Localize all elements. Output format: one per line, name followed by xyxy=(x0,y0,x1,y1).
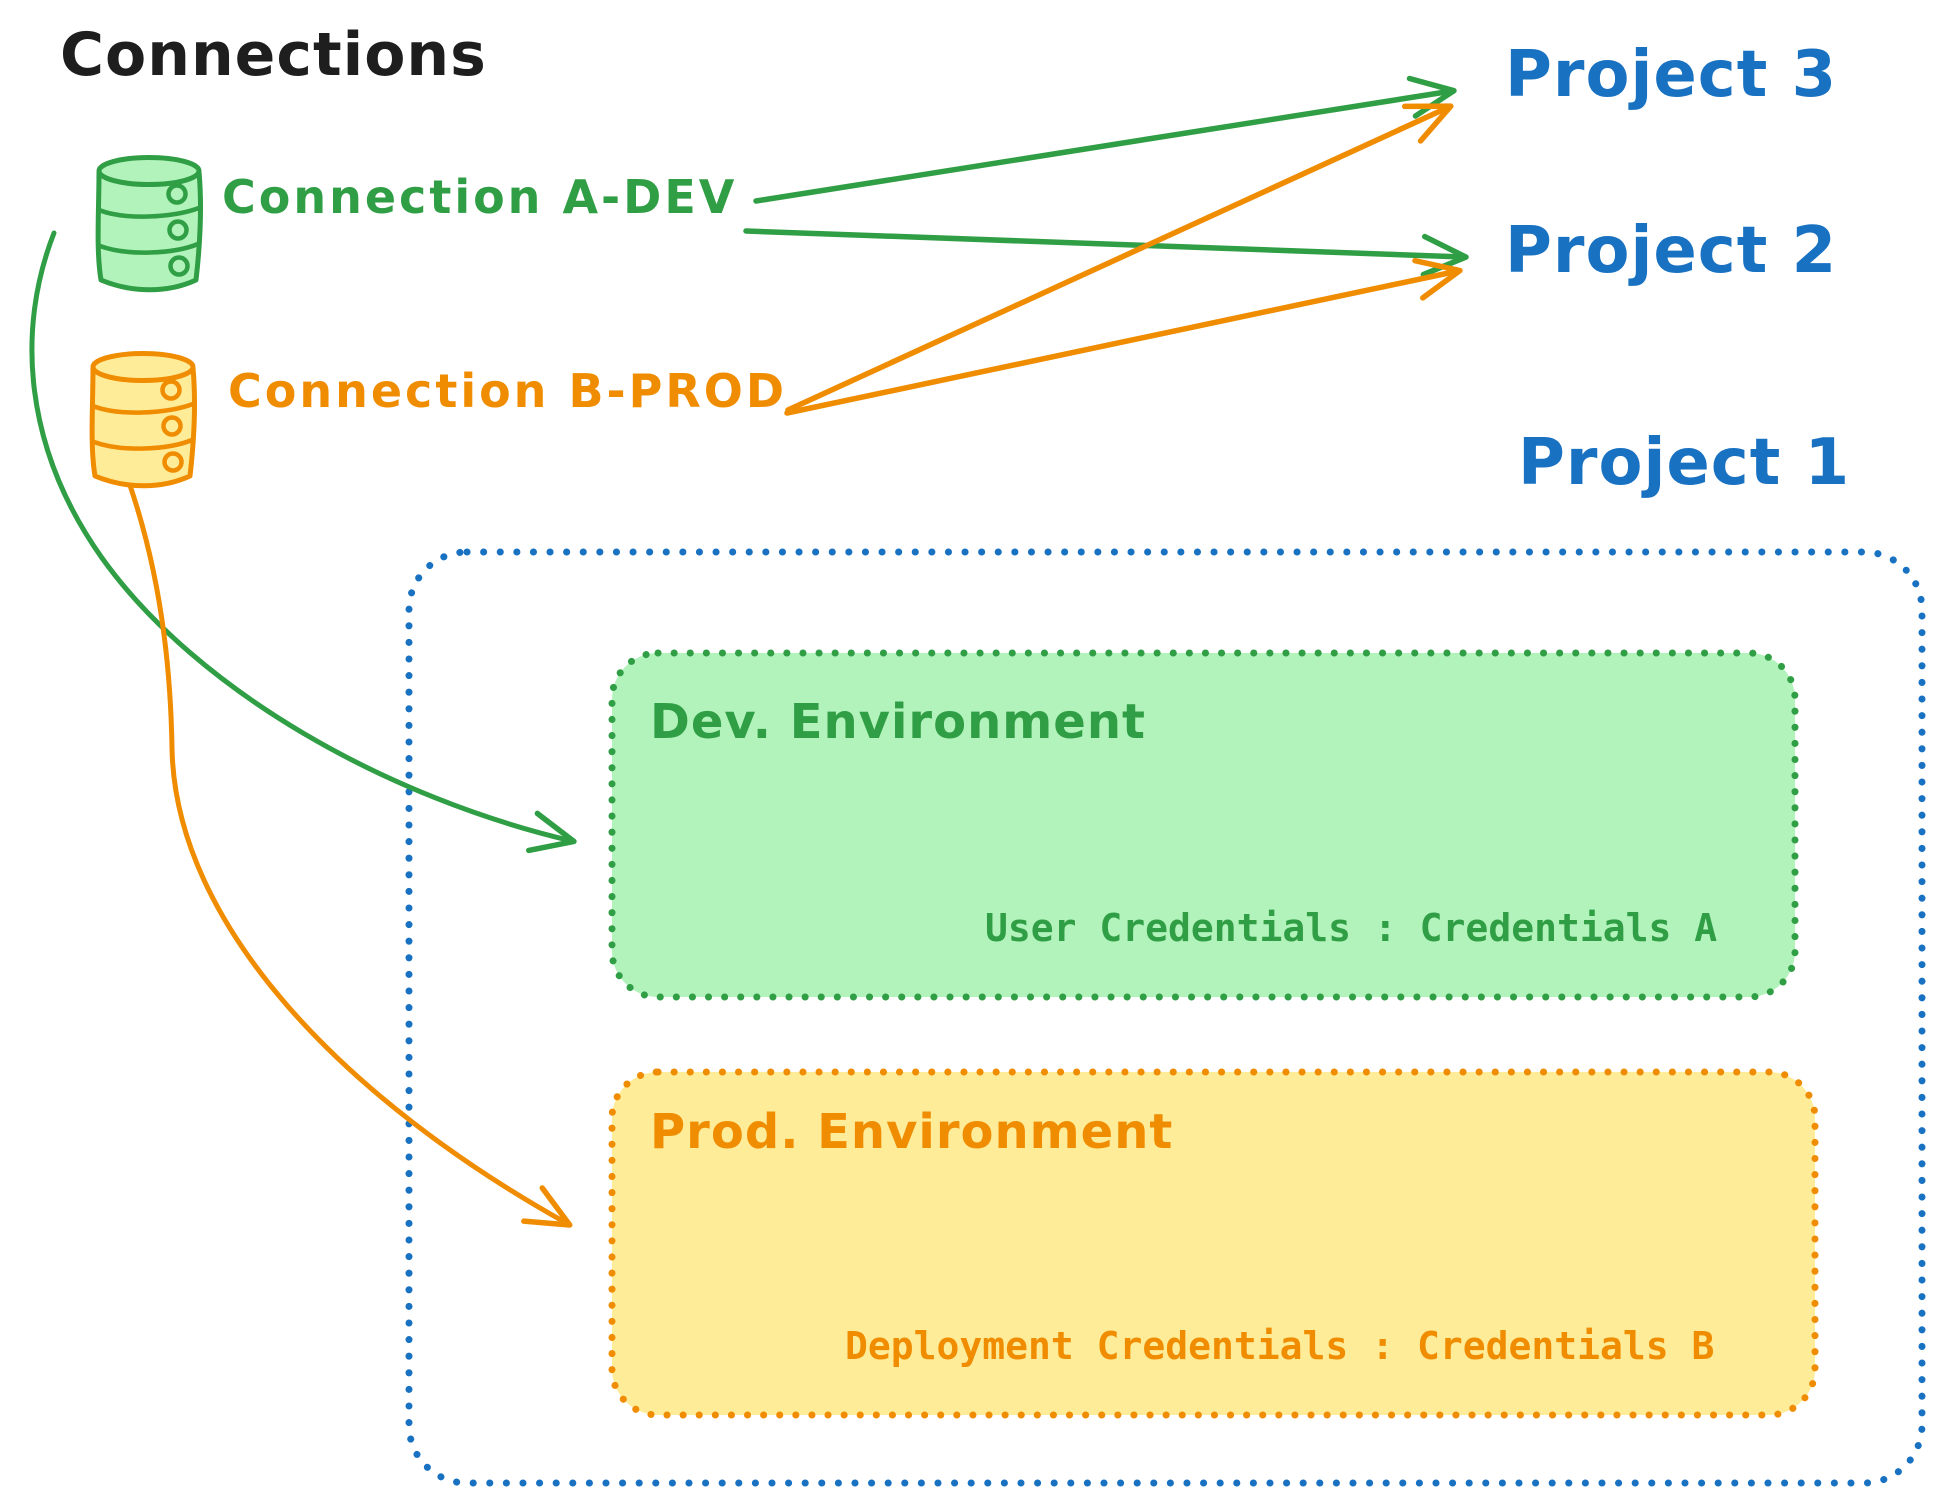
project-2-label: Project 2 xyxy=(1505,214,1838,288)
arrow-a-dev-to-project3 xyxy=(753,75,1457,204)
dev-environment-title: Dev. Environment xyxy=(650,694,1146,750)
arrow-b-prod-to-project2 xyxy=(784,257,1463,416)
arrow-b-prod-to-prod-environment xyxy=(91,395,573,1228)
prod-environment-box xyxy=(608,1068,1819,1419)
diagram-title: Connections xyxy=(60,20,487,90)
database-icon xyxy=(95,155,203,293)
arrow-a-dev-to-project2 xyxy=(743,228,1469,278)
project1-container-box xyxy=(405,548,1926,1487)
arrow-a-dev-to-dev-environment xyxy=(29,230,577,854)
dev-environment-credentials: User Credentials : Credentials A xyxy=(985,906,1718,950)
prod-environment-title: Prod. Environment xyxy=(650,1104,1174,1160)
project-1-label: Project 1 xyxy=(1518,426,1851,500)
project-3-label: Project 3 xyxy=(1505,38,1838,112)
connection-a-dev-label: Connection A-DEV xyxy=(222,170,738,224)
dev-environment-box xyxy=(608,649,1799,1001)
database-icon xyxy=(89,351,197,489)
arrow-b-prod-to-project3 xyxy=(785,103,1454,413)
connection-b-prod-label: Connection B-PROD xyxy=(228,364,788,418)
prod-environment-credentials: Deployment Credentials : Credentials B xyxy=(845,1324,1715,1368)
